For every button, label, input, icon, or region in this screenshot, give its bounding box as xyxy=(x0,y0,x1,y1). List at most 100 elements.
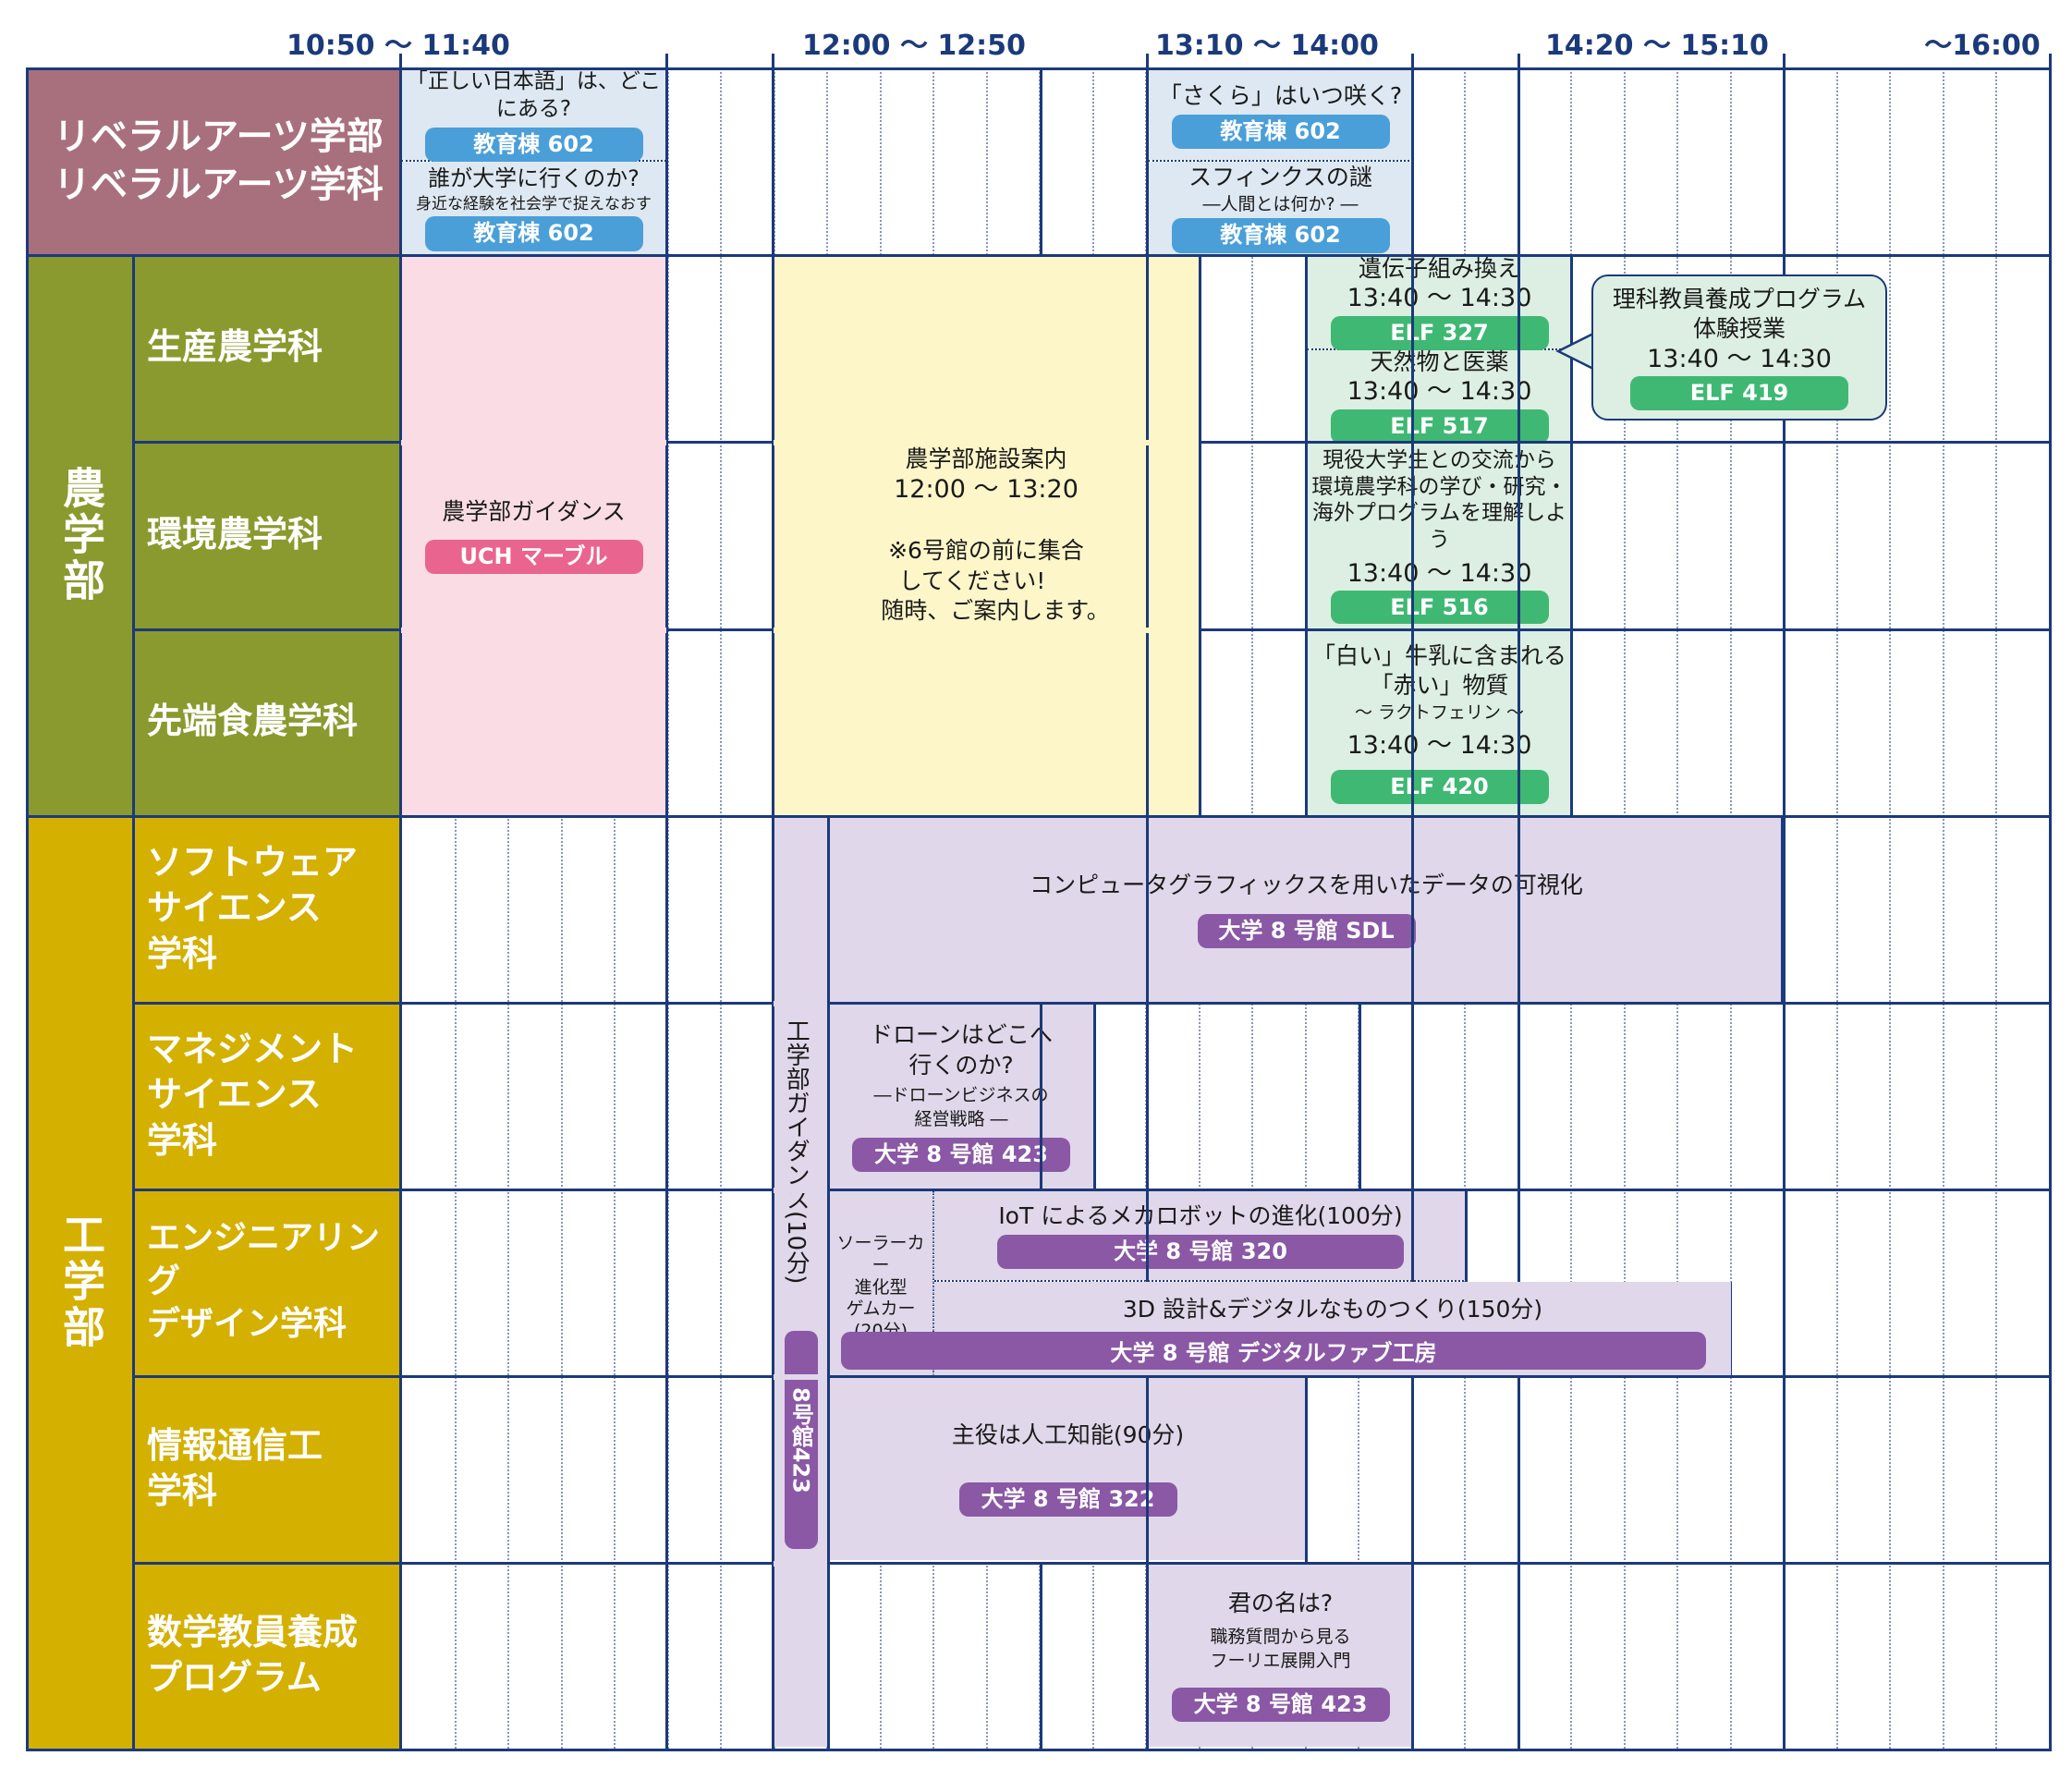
event-agri-tour[interactable]: 農学部施設案内 12:00 〜 13:20 ※6号館の前に集合 してください! … xyxy=(774,256,1199,815)
dept-info-comm: 情報通信工 学科 xyxy=(134,1375,401,1562)
room-tag: 大学 8 号館 320 xyxy=(997,1235,1404,1270)
grid-vline-accent xyxy=(1093,1002,1096,1190)
room-tag: 教育棟 602 xyxy=(424,127,643,162)
room-tag: ELF 419 xyxy=(1630,376,1848,411)
grid-vline xyxy=(399,67,402,1751)
event-kimi-no-na[interactable]: 君の名は? 職務質問から見る フーリエ展開入門 大学 8 号館 423 xyxy=(1148,1564,1413,1747)
room-tag: 大学 8 号館 SDL xyxy=(1197,913,1416,948)
span-cover xyxy=(774,440,1199,445)
grid-vline-accent xyxy=(1040,1562,1042,1750)
grid-vline-accent xyxy=(665,254,668,817)
grid-vline xyxy=(665,67,668,1751)
event-agri-guidance[interactable]: 農学部ガイダンス UCH マーブル xyxy=(401,256,666,815)
grid-vline xyxy=(772,67,774,1751)
grid-hline xyxy=(26,1749,2052,1751)
event-shiroi-gyunyu[interactable]: 「白い」牛乳に含まれる 「赤い」物質 〜 ラクトフェリン 〜 13:40 〜 1… xyxy=(1307,630,1572,815)
time-slot-1: 10:50 〜 11:40 xyxy=(286,30,510,62)
grid-vline-accent xyxy=(1781,815,1784,1004)
grid-vline xyxy=(2049,67,2052,1751)
event-tennenbutsu[interactable]: 天然物と医薬 13:40 〜 14:30 ELF 517 xyxy=(1307,348,1572,445)
dept-math-teacher: 数学教員養成 プログラム xyxy=(134,1562,401,1749)
room-tag: 教育棟 602 xyxy=(1171,115,1390,150)
grid-dot-line xyxy=(1889,67,1891,1749)
grid-vline-accent xyxy=(1040,1002,1042,1190)
grid-vline-accent xyxy=(1146,1562,1149,1750)
grid-dot-line xyxy=(1943,67,1944,1749)
callout-pointer xyxy=(1555,328,1597,374)
room-tag: ELF 517 xyxy=(1330,408,1549,445)
room-tag: ELF 516 xyxy=(1330,591,1549,625)
grid-dot-line xyxy=(455,67,457,1749)
grid-vline xyxy=(1411,67,1414,1751)
dept-kankyo: 環境農学科 xyxy=(134,441,401,628)
liberal-arts-header: リベラルアーツ学部 リベラルアーツ学科 xyxy=(28,67,401,254)
span-cover xyxy=(401,440,666,445)
room-tag: 教育棟 602 xyxy=(424,216,643,251)
event-tadashii-nihongo[interactable]: 「正しい日本語」は、どこにある? 教育棟 602 xyxy=(401,69,666,162)
time-slot-5: 〜16:00 xyxy=(1924,30,2041,62)
grid-vline xyxy=(1783,67,1786,1751)
grid-vline-accent xyxy=(1305,1375,1308,1564)
grid-hline xyxy=(132,1562,2052,1565)
dept-engineering-design: エンジニアリング デザイン学科 xyxy=(134,1189,401,1375)
span-cover xyxy=(774,1188,827,1193)
span-cover xyxy=(401,628,666,633)
agriculture-faculty: 農学部 xyxy=(28,254,134,815)
event-idenshi[interactable]: 遺伝子組み換え 13:40 〜 14:30 ELF 327 xyxy=(1307,255,1572,351)
grid-vline-accent xyxy=(1305,254,1308,817)
grid-hline xyxy=(26,815,2052,818)
event-drone[interactable]: ドローンはどこへ 行くのか? ―ドローンビジネスの 経営戦略 ― 大学 8 号館… xyxy=(829,1004,1093,1189)
event-computer-graphics[interactable]: コンピュータグラフィックスを用いたデータの可視化 大学 8 号館 SDL xyxy=(829,817,1784,1002)
grid-vline xyxy=(1146,67,1149,1751)
engineering-faculty: 工学部 xyxy=(28,815,134,1749)
grid-dot-line xyxy=(720,67,722,1749)
dept-sentan: 先端食農学科 xyxy=(134,628,401,815)
room-tag: 教育棟 602 xyxy=(1171,218,1390,253)
grid-vline-accent xyxy=(1465,1190,1468,1283)
grid-vline-accent xyxy=(1411,1562,1414,1750)
span-cover xyxy=(774,1001,827,1006)
dept-management: マネジメント サイエンス 学科 xyxy=(134,1002,401,1189)
event-sakura[interactable]: 「さくら」はいつ咲く? 教育棟 602 xyxy=(1148,70,1413,160)
time-slot-4: 14:20 〜 15:10 xyxy=(1545,30,1769,62)
grid-vline-accent xyxy=(1199,254,1201,817)
event-eng-guidance[interactable]: 工学部ガイダンス(10分) 8号館423 xyxy=(774,817,827,1747)
grid-vline xyxy=(26,67,29,1751)
grid-hline xyxy=(26,254,2052,257)
grid-dot-line xyxy=(667,67,669,1749)
callout-rika-kyoin[interactable]: 理科教員養成プログラム 体験授業 13:40 〜 14:30 ELF 419 xyxy=(1591,274,1887,421)
grid-dot-line xyxy=(507,67,509,1749)
span-cover xyxy=(774,1374,827,1380)
room-tag: ELF 327 xyxy=(1330,315,1549,351)
dept-seisan: 生産農学科 xyxy=(134,254,401,441)
event-ai[interactable]: 主役は人工知能(90分) 大学 8 号館 322 xyxy=(829,1377,1307,1560)
room-tag: 大学 8 号館 322 xyxy=(958,1481,1177,1517)
time-slot-2: 12:00 〜 12:50 xyxy=(802,30,1026,62)
room-tag-vertical: 8号館423 xyxy=(785,1331,818,1549)
grid-hline xyxy=(132,1375,2052,1378)
room-tag: ELF 420 xyxy=(1330,769,1549,805)
grid-vline-accent xyxy=(827,817,830,1750)
span-cover xyxy=(774,1561,827,1567)
room-tag: 大学 8 号館 423 xyxy=(852,1137,1070,1172)
grid-hline xyxy=(26,67,2052,70)
room-tag: UCH マーブル xyxy=(424,540,643,575)
grid-vline-accent xyxy=(1359,1002,1361,1190)
event-genneki[interactable]: 現役大学生との交流から 環境農学科の学び・研究・ 海外プログラムを理解しよう 1… xyxy=(1307,443,1572,628)
grid-dot-line xyxy=(1995,67,1997,1749)
liberal-arts-department: リベラルアーツ学科 xyxy=(54,164,384,206)
grid-vline-accent xyxy=(1570,254,1573,817)
event-iot[interactable]: IoT によるメカロボットの進化(100分) 大学 8 号館 320 xyxy=(934,1190,1467,1280)
room-tag-3d: 大学 8 号館 デジタルファブ工房 xyxy=(841,1332,1706,1370)
span-cover xyxy=(774,628,1199,633)
event-dare-ga-daigaku[interactable]: 誰が大学に行くのか? 身近な経験を社会学で捉えなおす 教育棟 602 xyxy=(401,162,666,254)
grid-hline xyxy=(132,1189,2052,1191)
grid-vline-accent xyxy=(1040,67,1042,256)
room-tag: 大学 8 号館 423 xyxy=(1171,1688,1390,1723)
dept-software: ソフトウェア サイエンス 学科 xyxy=(134,815,401,1002)
grid-dot-line xyxy=(1836,67,1838,1749)
grid-dot-line xyxy=(614,67,616,1749)
event-sphinx[interactable]: スフィンクスの謎 ―人間とは何か? ― 教育棟 602 xyxy=(1148,162,1413,254)
grid-hline xyxy=(132,1002,2052,1005)
